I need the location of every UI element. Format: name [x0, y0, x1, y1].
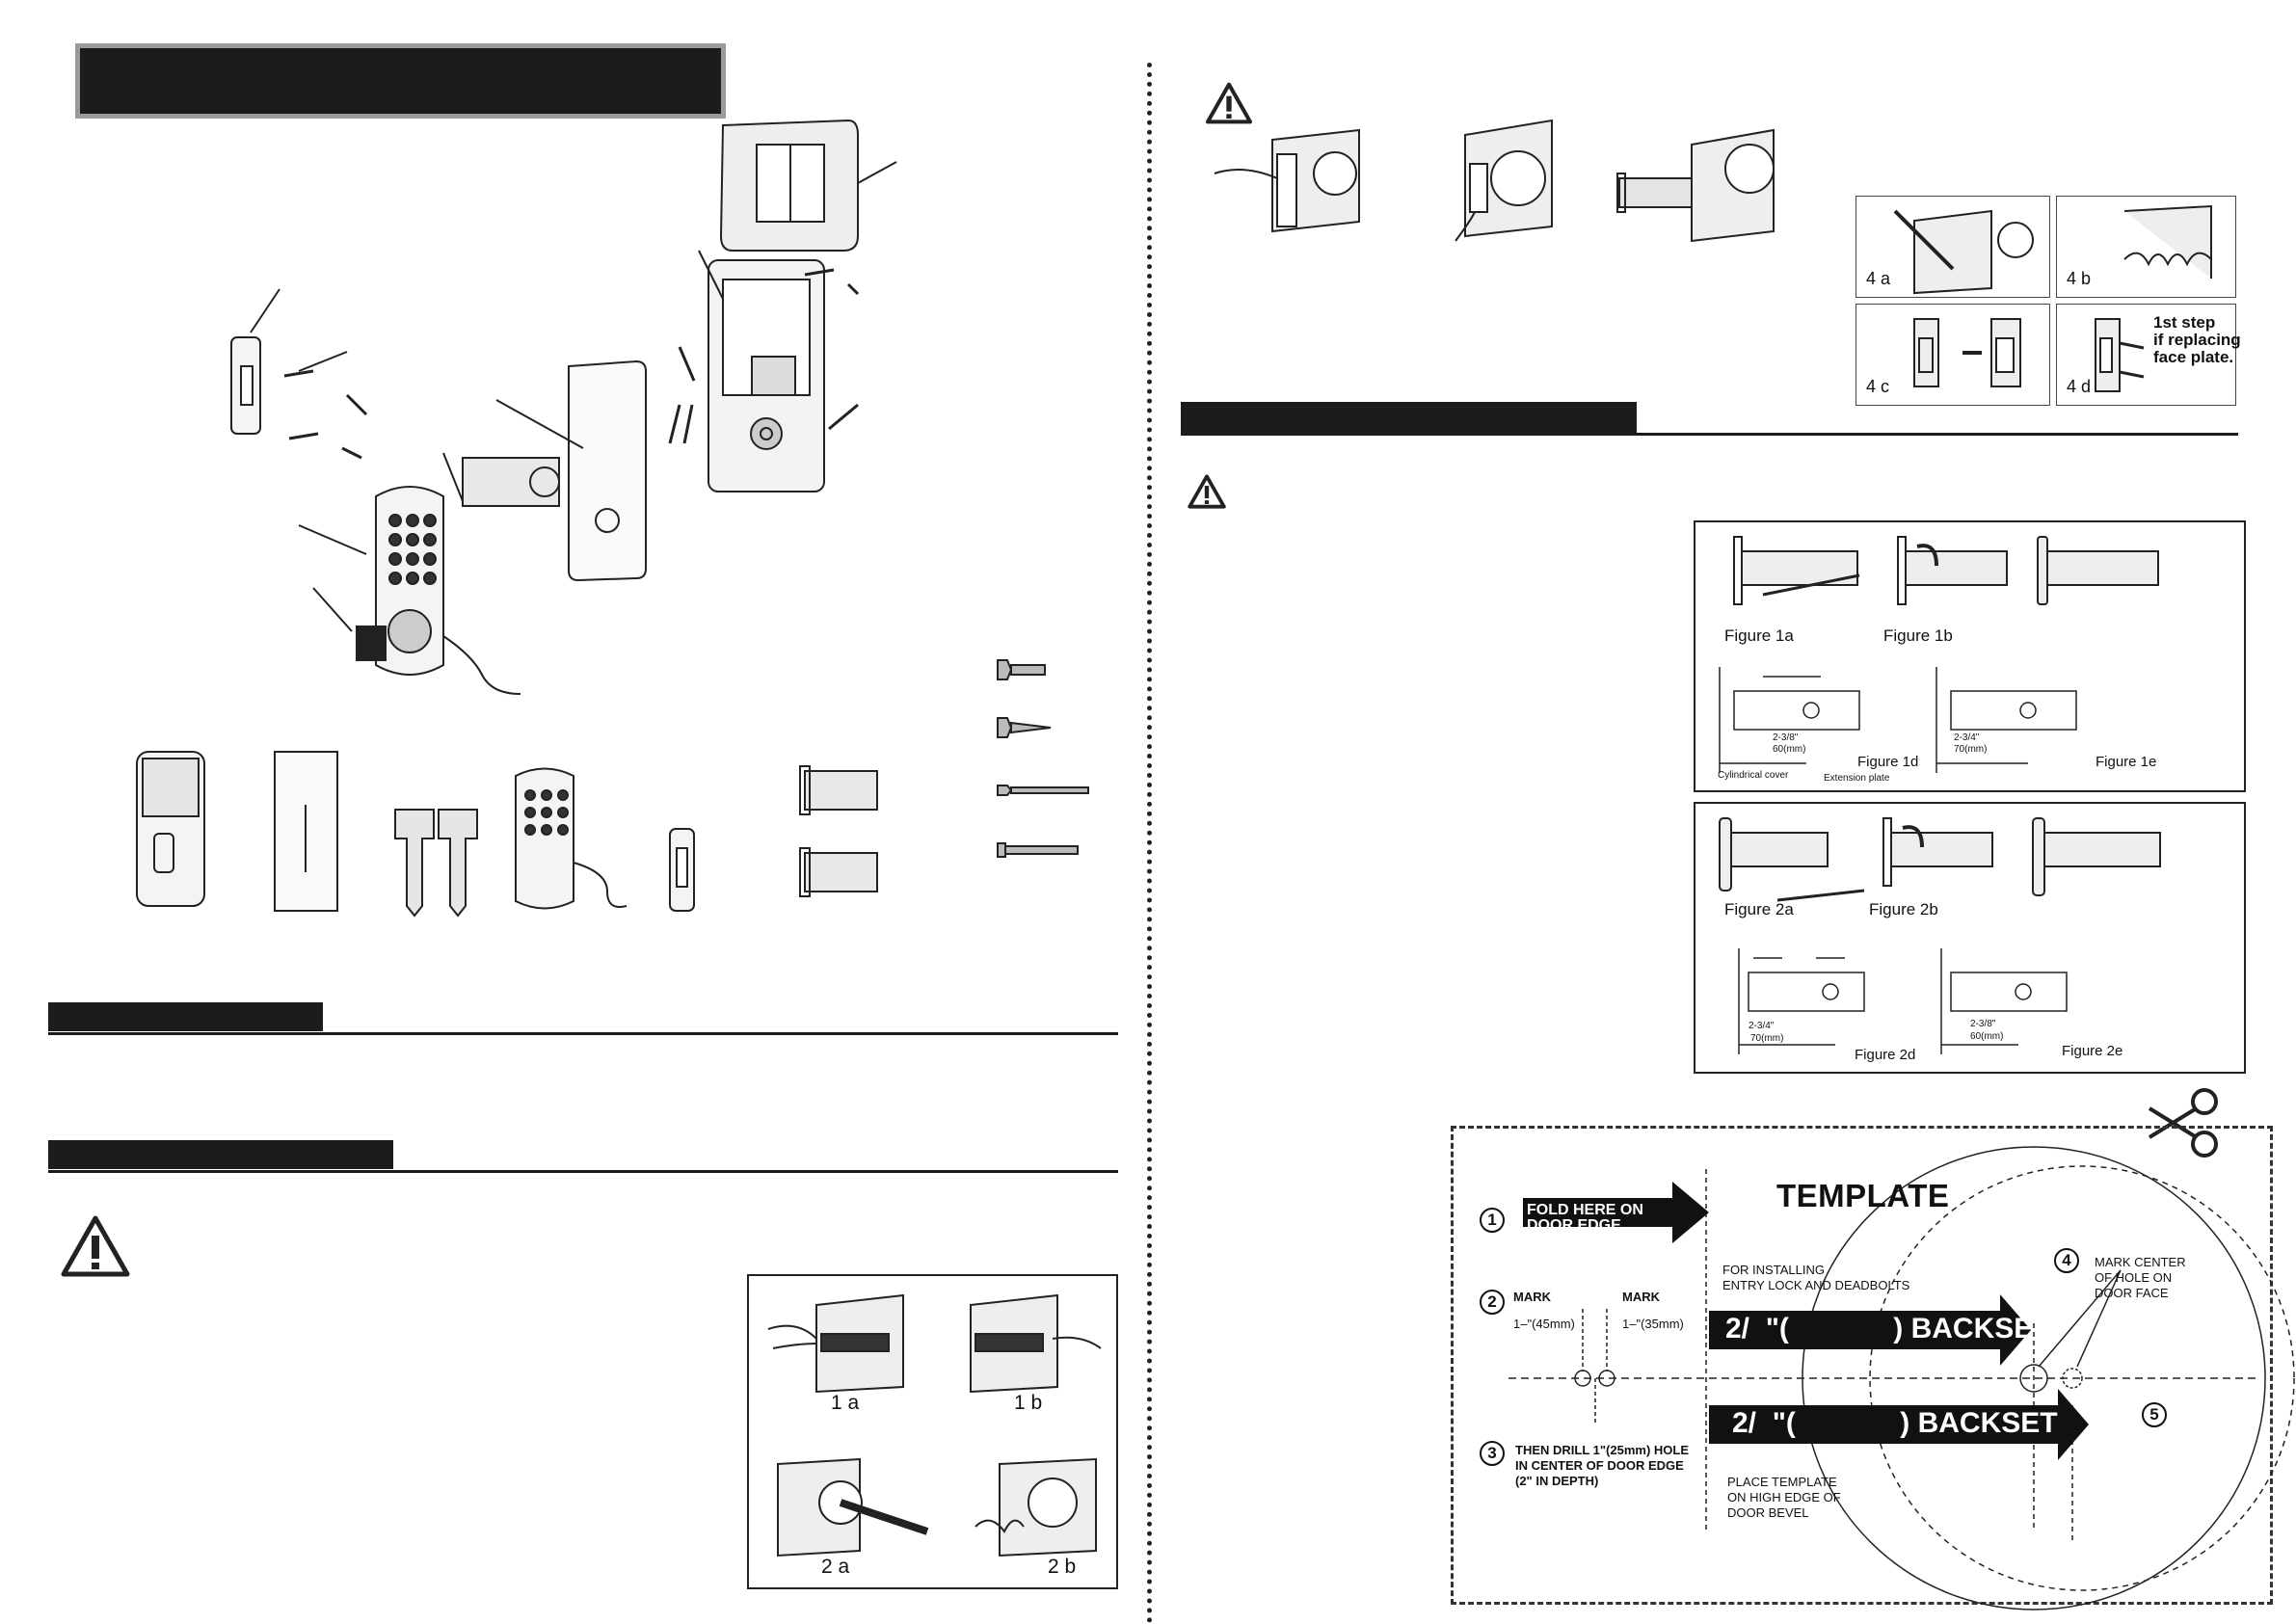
place-template-label: PLACE TEMPLATE ON HIGH EDGE OF DOOR BEVE… [1727, 1475, 1841, 1520]
parts-list-diagram [136, 751, 878, 918]
figure-2e-dim: 2-3/8" [1970, 1019, 1996, 1029]
figure-1e-dim: 2-3/4" [1954, 732, 1980, 743]
figure-2d-dim: 2-3/4" [1749, 1021, 1775, 1031]
step-4c-panel: 4 c [1855, 304, 2050, 406]
figure-1e-label: Figure 1e [2096, 754, 2157, 770]
figure-1d-illustration [1719, 667, 1860, 773]
figure-1c-illustration [2037, 536, 2159, 605]
step-4b-illustration [2123, 204, 2212, 279]
step-4a-panel: 4 a [1855, 196, 2050, 298]
figure-2a-illustration [1719, 817, 1865, 902]
step-4b-label: 4 b [2067, 269, 2092, 288]
step-1b-label: 1 b [1014, 1392, 1043, 1414]
installing-label: FOR INSTALLING ENTRY LOCK AND DEADBOLTS [1722, 1263, 1910, 1292]
template-title: TEMPLATE [1776, 1178, 1950, 1213]
template-step-1: 1 [1480, 1208, 1505, 1233]
figure-2a-label: Figure 2a [1724, 900, 1794, 918]
mark-2-label: MARK [1622, 1290, 1660, 1304]
step-2a-label: 2 a [821, 1556, 850, 1578]
step-2b-label: 2 b [1048, 1556, 1077, 1578]
warning-icon [1206, 82, 1252, 124]
figure-2c-illustration [2032, 817, 2161, 896]
figure-2e-dim-mm: 60(mm) [1970, 1031, 2004, 1042]
step-1a-illustration [767, 1293, 904, 1394]
title-banner [75, 43, 726, 119]
fold-instruction: FOLD HERE ON DOOR EDGE [1527, 1202, 1643, 1234]
step-1b-illustration [970, 1293, 1102, 1394]
template-step-4: 4 [2054, 1248, 2079, 1273]
figure-2d-illustration [1738, 948, 1865, 1054]
mark-1-dim: 1–"(45mm) [1513, 1317, 1575, 1331]
drill-instruction: THEN DRILL 1"(25mm) HOLE IN CENTER OF DO… [1515, 1443, 1690, 1488]
section-header-bar-3 [1181, 402, 1637, 435]
step-4d-illustration [2095, 318, 2145, 392]
page-divider [1147, 63, 1152, 1624]
section-rule-2 [48, 1170, 1118, 1173]
figure-1b-illustration [1897, 536, 2008, 605]
mark-center-label: MARK CENTER OF HOLE ON DOOR FACE [2095, 1255, 2186, 1300]
step-2a-illustration [777, 1457, 929, 1557]
figure-2e-illustration [1940, 948, 2068, 1054]
step-1a-label: 1 a [831, 1392, 860, 1414]
backset-label-2: 2/ "( ) BACKSET [1732, 1407, 2058, 1439]
template-step-5: 5 [2142, 1402, 2167, 1427]
figure-2d-label: Figure 2d [1855, 1047, 1916, 1063]
exploded-view-diagram [230, 119, 897, 695]
template-step-3: 3 [1480, 1441, 1505, 1466]
figure-1d-label: Figure 1d [1857, 754, 1919, 770]
figure-1a-illustration [1733, 536, 1860, 605]
warning-icon [1188, 474, 1226, 509]
section-header-bar-1 [48, 1002, 323, 1031]
figure-1d-dim: 2-3/8" [1773, 732, 1799, 743]
figure-1d-dim-mm: 60(mm) [1773, 744, 1806, 755]
mark-1-label: MARK [1513, 1290, 1551, 1304]
figure-2b-label: Figure 2b [1869, 900, 1938, 918]
step-4c-label: 4 c [1866, 377, 1890, 396]
figure-2e-label: Figure 2e [2062, 1043, 2123, 1059]
step-4d-panel: 1st step if replacing face plate. 4 d [2056, 304, 2241, 406]
screws-diagram [997, 659, 1089, 858]
mark-2-dim: 1–"(35mm) [1622, 1317, 1684, 1331]
door-prep-illustrations [1214, 119, 1775, 243]
figure-2b-illustration [1882, 817, 1993, 887]
cylindrical-cover-label: Cylindrical cover [1718, 770, 1789, 781]
step-2b-illustration [974, 1457, 1097, 1557]
latch-figures-2-panel: Figure 2a Figure 2b 2-3/4" 70(mm) Figure… [1694, 802, 2246, 1074]
step-4b-panel: 4 b [2056, 196, 2236, 298]
step-4c-illustration [1913, 318, 2021, 387]
figure-1e-illustration [1936, 667, 2077, 773]
figure-2d-dim-mm: 70(mm) [1750, 1033, 1784, 1044]
cut-out-template [1451, 1126, 2273, 1605]
section-rule-1 [48, 1032, 1118, 1035]
figure-1a-label: Figure 1a [1724, 626, 1794, 645]
template-geometry [1508, 1146, 2295, 1611]
door-drilling-steps-panel: 1 a 1 b 2 a 2 b [747, 1274, 1118, 1589]
step-4d-label: 4 d [2067, 377, 2092, 396]
backset-label-1: 2/ "( ) BACKSET [1725, 1313, 2051, 1344]
latch-figures-1-panel: Figure 1a Figure 1b 2-3/8" 60(mm) Cylind… [1694, 520, 2246, 792]
section-header-bar-2 [48, 1140, 393, 1169]
section-rule-3 [1181, 433, 2238, 436]
figure-1e-dim-mm: 70(mm) [1954, 744, 1988, 755]
step-4a-illustration [1893, 209, 2034, 295]
extension-plate-label: Extension plate [1824, 773, 1890, 784]
template-step-2: 2 [1480, 1290, 1505, 1315]
figure-1b-label: Figure 1b [1883, 626, 1953, 645]
scissors-icon [2148, 1088, 2218, 1158]
warning-icon [61, 1215, 130, 1277]
step-4d-note: 1st step if replacing face plate. [2153, 313, 2241, 366]
step-4a-label: 4 a [1866, 269, 1891, 288]
